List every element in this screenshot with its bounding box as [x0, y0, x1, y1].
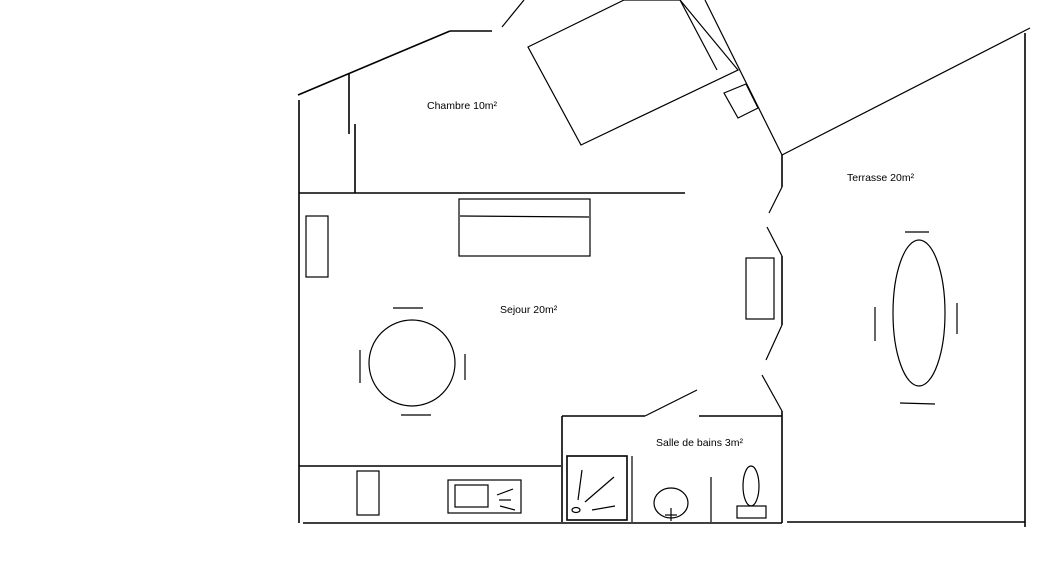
washbasin [653, 487, 689, 521]
shower [566, 455, 628, 521]
terrasse-walls [781, 27, 1031, 527]
room-label-sejour: Sejour 20m² [500, 304, 558, 316]
cabinet-left [305, 215, 329, 278]
room-label-chambre: Chambre 10m² [427, 100, 498, 112]
chambre-walls [297, 0, 783, 194]
bed [527, 0, 739, 146]
room-label-salle-de-bains: Salle de bains 3m² [656, 437, 743, 449]
salle-de-bains-walls [561, 389, 782, 522]
sejour-walls [298, 124, 783, 524]
round-table-with-chairs [359, 307, 466, 416]
nightstand [723, 83, 759, 119]
cabinet-right [745, 257, 775, 320]
room-label-terrasse: Terrasse 20m² [847, 172, 915, 184]
sofa [458, 198, 591, 257]
oval-table-with-chairs [874, 231, 958, 405]
toilet [736, 465, 767, 519]
stove [447, 479, 522, 514]
fridge [356, 470, 380, 516]
